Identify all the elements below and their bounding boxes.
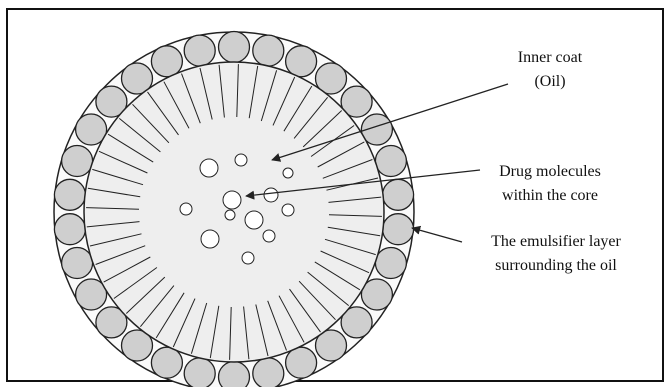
drug-molecule [242,252,254,264]
emulsifier-bead [54,214,85,245]
drug-molecule [283,168,293,178]
drug-molecule [201,230,219,248]
drug-molecule [225,210,235,220]
label-emulsifier-layer: The emulsifier layer surrounding the oil [466,230,646,278]
emulsifier-bead [253,358,284,387]
drug-molecule [245,211,263,229]
emulsifier-bead [375,248,406,279]
emulsifier-bead [62,248,93,279]
drug-molecule [235,154,247,166]
emulsifier-bead [62,146,93,177]
drug-molecule [263,230,275,242]
drug-molecule [264,188,278,202]
emulsifier-bead [184,358,215,387]
drug-molecule [180,203,192,215]
label-inner-coat: Inner coat (Oil) [495,46,605,94]
drug-molecule [200,159,218,177]
emulsifier-bead [54,179,85,210]
drug-molecule [223,191,241,209]
emulsifier-bead [184,35,215,66]
emulsifier-bead [219,32,250,63]
emulsifier-layer-arrow [412,228,462,242]
emulsifier-bead [383,179,414,210]
emulsifier-bead [253,35,284,66]
emulsifier-bead [383,214,414,245]
emulsifier-bead [375,146,406,177]
drug-molecule [282,204,294,216]
label-drug-molecules: Drug molecules within the core [482,160,618,208]
emulsifier-bead [219,362,250,387]
